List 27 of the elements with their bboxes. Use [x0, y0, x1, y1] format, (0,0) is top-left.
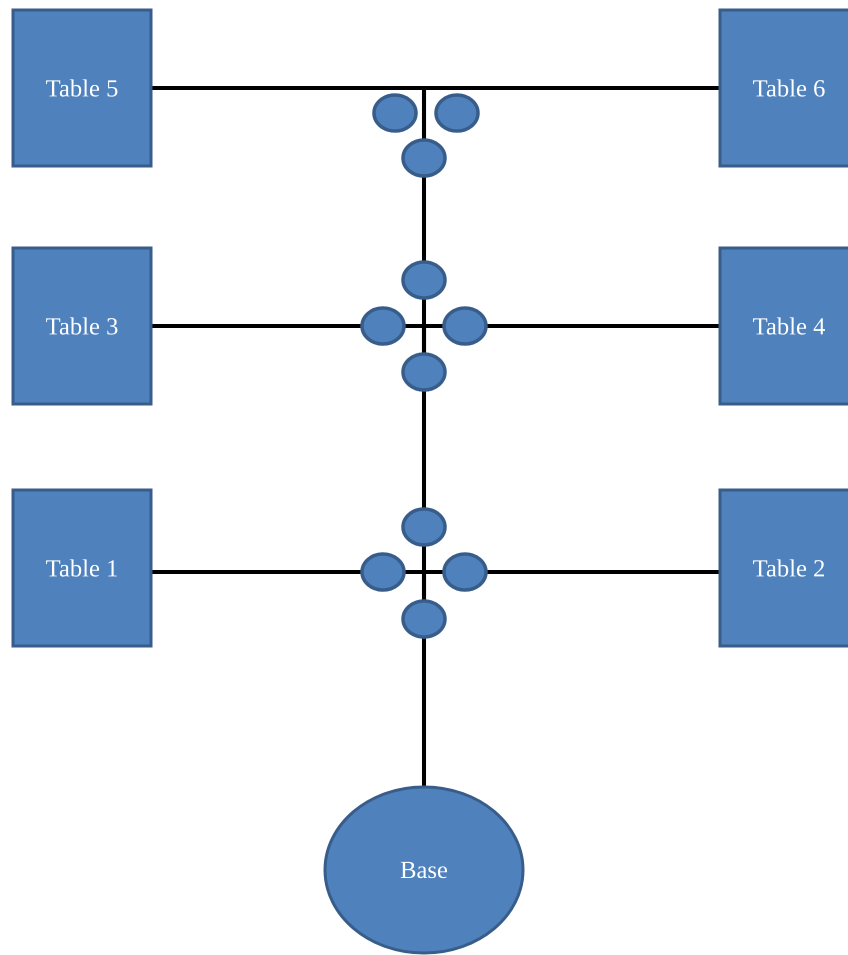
circle-marker — [442, 306, 488, 346]
circle-marker — [401, 507, 447, 547]
circle-marker — [401, 138, 447, 178]
circle-marker — [442, 552, 488, 592]
circle-marker — [401, 599, 447, 639]
table-box: Table 6 — [718, 8, 848, 168]
circle-marker — [360, 552, 406, 592]
table-box: Table 1 — [12, 488, 152, 648]
connector-line — [486, 324, 720, 328]
connector-line — [486, 570, 720, 574]
circle-marker — [372, 93, 418, 133]
connector-line — [422, 390, 426, 508]
connector-line — [422, 176, 426, 262]
circle-marker — [434, 93, 480, 133]
table-box: Table 4 — [718, 246, 848, 406]
connector-line — [152, 324, 362, 328]
connector-line — [422, 86, 720, 140]
connector-line — [422, 570, 444, 600]
circle-marker — [401, 352, 447, 392]
connector-line — [422, 638, 426, 786]
connector-line — [152, 570, 362, 574]
circle-marker — [401, 260, 447, 300]
table-box: Table 2 — [718, 488, 848, 648]
table-box: Table 5 — [12, 8, 152, 168]
table-box: Table 3 — [12, 246, 152, 406]
circle-marker — [360, 306, 406, 346]
connector-line — [422, 324, 444, 354]
